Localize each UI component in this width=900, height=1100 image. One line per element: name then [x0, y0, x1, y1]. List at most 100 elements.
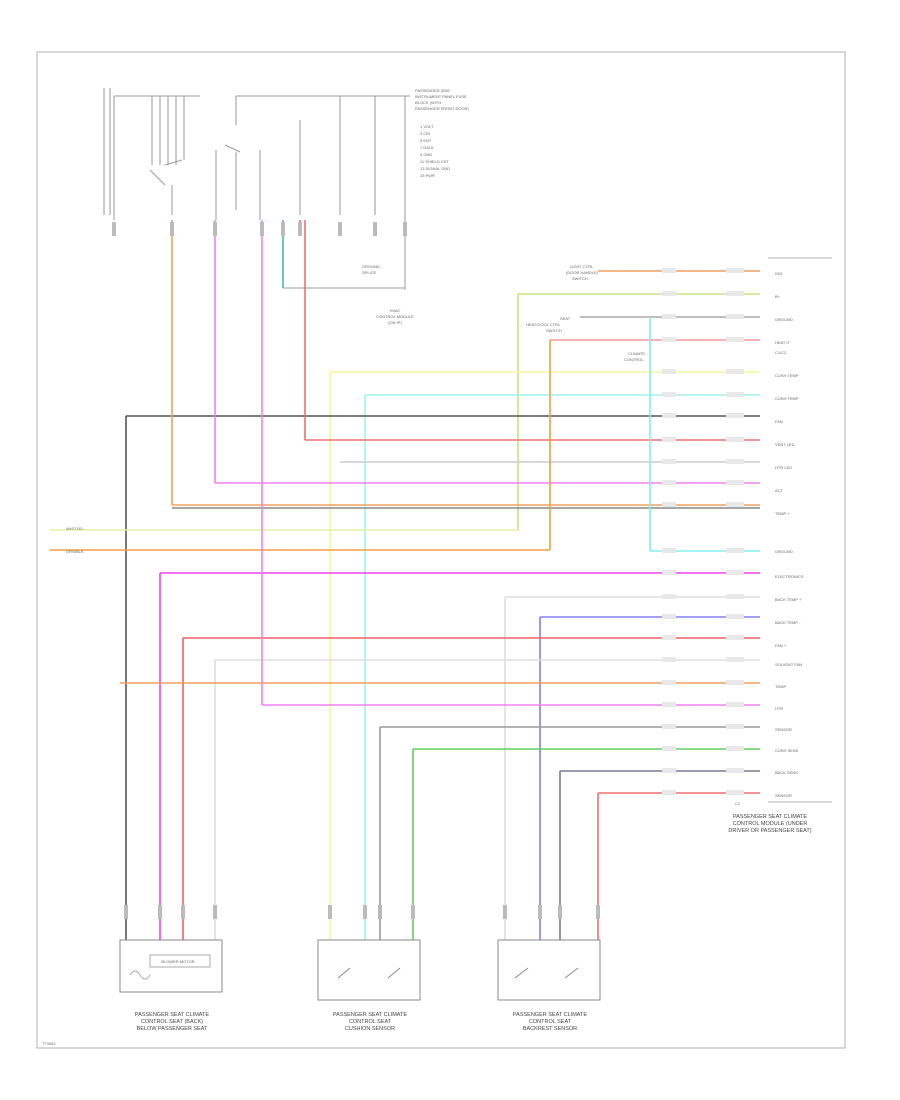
right-pin-label: HTR LED — [775, 465, 792, 470]
top-pin-list: 1 VOLT 3 CIN 5 ENT 7 DATA 9 GND 11 SHIEL… — [420, 124, 450, 178]
wire-tag — [726, 724, 744, 729]
wire-tag — [662, 768, 676, 773]
wire-tag — [726, 702, 744, 707]
right-pin-label: VENT LED — [775, 442, 795, 447]
bottom-caption-line: CUSHION SENSOR — [345, 1026, 395, 1032]
right-pin-label: SENSOR — [775, 727, 792, 732]
wire — [539, 616, 760, 940]
diagram-frame — [36, 51, 846, 1049]
bottom-component-1 — [119, 939, 223, 993]
wire-tag — [662, 724, 676, 729]
wire-tag — [726, 459, 744, 464]
wire — [50, 340, 551, 551]
wire-tag — [726, 657, 744, 662]
right-pin-label: TEMP — [775, 684, 786, 689]
connector-pin — [596, 905, 600, 919]
hvac-label-line: CONTROL MODULE — [376, 314, 414, 319]
top-pin-label: 11 SHIELD CKT — [420, 159, 449, 164]
right-pin-label: FAN + — [775, 643, 787, 648]
wire — [504, 596, 760, 940]
left-terminal-label: WHT/YEL — [66, 526, 85, 531]
wire-tag — [662, 459, 676, 464]
right-pin-label: GROUND — [775, 549, 793, 554]
right-pin-label: C1/C2 — [775, 350, 787, 355]
wire — [329, 371, 760, 940]
bottom-caption-line: BELOW PASSENGER SEAT — [137, 1026, 208, 1032]
wire-tag — [726, 437, 744, 442]
wire-harness — [50, 220, 760, 940]
top-pin-label: 15 PWR — [420, 173, 435, 178]
connector-pin — [411, 905, 415, 919]
hvac-module-label: HVAC CONTROL MODULE (ON IP) — [376, 308, 414, 325]
connector-pin — [378, 905, 382, 919]
bottom-component-3 — [497, 939, 601, 1001]
right-pin-label: BACK TEMP + — [775, 597, 802, 602]
wire-tag — [662, 369, 676, 374]
splice-label-line: SPLICE — [362, 270, 377, 275]
wire-tag — [662, 594, 676, 599]
wire-tag — [726, 570, 744, 575]
wire-tag — [662, 337, 676, 342]
right-pin-label: BACK TEMP - — [775, 620, 801, 625]
top-title-line-2: INSTRUMENT PANEL FUSE — [415, 94, 467, 99]
right-pin-label: CUSH TEMP — [775, 373, 799, 378]
connector-pin — [373, 222, 377, 236]
wire-tag — [726, 480, 744, 485]
bottom-3-caption: PASSENGER SEAT CLIMATE CONTROL SEAT BACK… — [513, 1012, 587, 1032]
right-pin-label: HEAT IT — [775, 340, 791, 345]
right-pin-label: GROUND — [775, 317, 793, 322]
connector-pin — [503, 905, 507, 919]
right-module: C1 PASSENGER SEAT CLIMATE CONTROL MODULE… — [728, 257, 832, 834]
right-pin-label: HTR — [775, 706, 783, 711]
connector-pin — [170, 222, 174, 236]
wire-tag — [726, 502, 744, 507]
wire-tag — [662, 480, 676, 485]
top-pin-label: 7 DATA — [420, 145, 434, 150]
top-pin-label: 1 VOLT — [420, 124, 434, 129]
wire-tag — [662, 392, 676, 397]
upper-sources: LIGHT CTRL (DOOR HANDLE) SWITCH SEAT HEA… — [526, 264, 645, 362]
wire — [304, 220, 760, 441]
right-pin-label: SENSOR — [775, 793, 792, 798]
right-box-code: C1 — [735, 801, 741, 806]
connector-pin — [124, 905, 128, 919]
bottom-caption-line: PASSENGER SEAT CLIMATE — [135, 1012, 209, 1018]
wire-tag — [726, 680, 744, 685]
wire-tag — [726, 790, 744, 795]
wire-tag — [662, 291, 676, 296]
bottom-caption-line: CONTROL SEAT (BACK) — [141, 1019, 203, 1025]
connector-pin — [158, 905, 162, 919]
wire-tag — [662, 502, 676, 507]
top-title-line-4: PASSENGER FRONT DOOR) — [415, 106, 470, 111]
wire — [159, 572, 760, 940]
wire-tag — [726, 635, 744, 640]
bottom-caption-line: PASSENGER SEAT CLIMATE — [333, 1012, 407, 1018]
wire — [364, 394, 760, 940]
wire-tag — [662, 635, 676, 640]
connector-pin — [213, 905, 217, 919]
bottom-component-2 — [317, 939, 421, 1001]
connector-pin — [112, 222, 116, 236]
wire-tag — [662, 268, 676, 273]
wire-tag — [726, 291, 744, 296]
bottom-caption-line: PASSENGER SEAT CLIMATE — [513, 1012, 587, 1018]
wire-tag — [662, 314, 676, 319]
connector-pin — [213, 222, 217, 236]
connector-pin — [298, 222, 302, 236]
splice-label-line: GROUND — [362, 264, 380, 269]
wire-tag — [726, 746, 744, 751]
wire — [517, 293, 760, 530]
right-box-caption: CONTROL MODULE (UNDER — [733, 821, 808, 827]
top-pin-label: 9 GND — [420, 152, 432, 157]
right-pin-label: ELECTRONICS — [775, 574, 804, 579]
left-terminals: WHT/YEL ORN/BLK — [66, 526, 85, 554]
top-connector-group — [103, 88, 410, 290]
wire-tag — [662, 437, 676, 442]
wire-tag — [726, 594, 744, 599]
connector-pin — [338, 222, 342, 236]
right-pin-label: CUSH TEMP — [775, 396, 799, 401]
bottom-1-inner-label: BLOWER MOTOR — [161, 959, 194, 964]
top-pin-label: 5 ENT — [420, 138, 432, 143]
bottom-caption-line: CONTROL SEAT — [529, 1019, 572, 1025]
